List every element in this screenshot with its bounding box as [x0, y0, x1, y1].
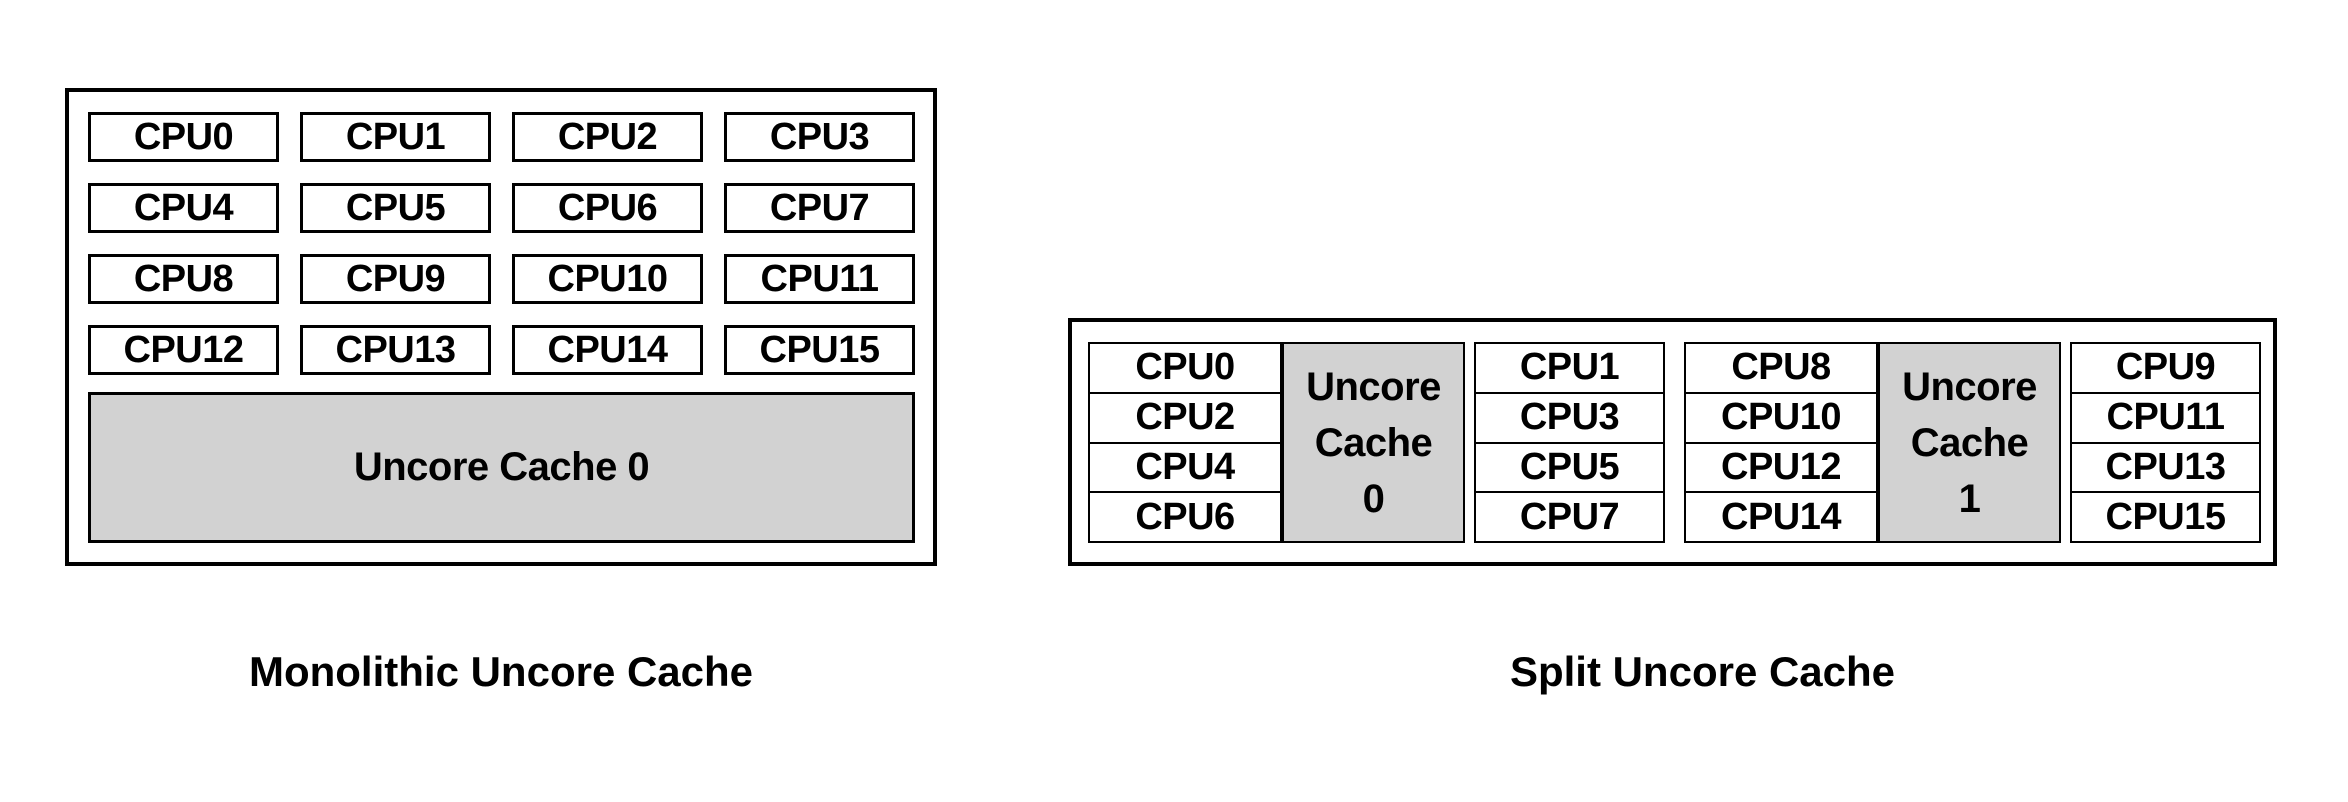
cpu-box: CPU11: [724, 254, 915, 304]
cpu-cell: CPU15: [2072, 491, 2259, 541]
cpu-box: CPU9: [300, 254, 491, 304]
cpu-cell: CPU4: [1090, 441, 1280, 492]
cpu-cell: CPU13: [2072, 441, 2259, 492]
split-diagram-box: CPU0 CPU2 CPU4 CPU6 Uncore Cache 0 CPU1 …: [1068, 318, 2277, 566]
split-diagram-content: CPU0 CPU2 CPU4 CPU6 Uncore Cache 0 CPU1 …: [1088, 342, 2261, 543]
cpu-cell: CPU3: [1476, 391, 1663, 442]
cache-label-line: Cache: [1314, 420, 1433, 465]
cpu-cell: CPU2: [1090, 391, 1280, 442]
monolithic-caption: Monolithic Uncore Cache: [248, 648, 754, 695]
cpu-box: CPU8: [88, 254, 279, 304]
cpu-cell: CPU0: [1090, 344, 1280, 392]
monolithic-diagram-box: CPU0 CPU1 CPU2 CPU3 CPU4 CPU5 CPU6 CPU7 …: [65, 88, 937, 566]
cpu-cell: CPU12: [1686, 441, 1876, 492]
cpu-cell: CPU1: [1476, 344, 1663, 392]
cache-label-line: Cache: [1910, 420, 2029, 465]
cpu-box: CPU12: [88, 325, 279, 375]
spacer: [1465, 342, 1474, 543]
uncore-cache-0-box: Uncore Cache 0: [88, 392, 915, 543]
cpu-column-even-1: CPU8 CPU10 CPU12 CPU14: [1684, 342, 1878, 543]
cpu-column-odd-1: CPU9 CPU11 CPU13 CPU15: [2070, 342, 2261, 543]
cpu-cell: CPU5: [1476, 441, 1663, 492]
cpu-cell: CPU10: [1686, 391, 1876, 442]
cpu-box: CPU6: [512, 183, 703, 233]
cpu-cell: CPU8: [1686, 344, 1876, 392]
spacer: [2061, 342, 2070, 543]
cpu-box: CPU2: [512, 112, 703, 162]
cache-label-line: Uncore: [1306, 364, 1441, 409]
cpu-box: CPU1: [300, 112, 491, 162]
monolithic-cpu-grid: CPU0 CPU1 CPU2 CPU3 CPU4 CPU5 CPU6 CPU7 …: [88, 112, 915, 375]
cpu-box: CPU3: [724, 112, 915, 162]
cpu-cell: CPU9: [2072, 344, 2259, 392]
cpu-box: CPU14: [512, 325, 703, 375]
cpu-column-even-0: CPU0 CPU2 CPU4 CPU6: [1088, 342, 1282, 543]
cpu-cell: CPU7: [1476, 491, 1663, 541]
cache-label-line: 1: [1958, 476, 1981, 521]
cpu-box: CPU4: [88, 183, 279, 233]
uncore-cache-1-split-box: Uncore Cache 1: [1878, 342, 2061, 543]
cluster-spacer: [1665, 342, 1684, 543]
cpu-box: CPU7: [724, 183, 915, 233]
cpu-cell: CPU11: [2072, 391, 2259, 442]
uncore-cache-0-split-box: Uncore Cache 0: [1282, 342, 1465, 543]
cpu-column-odd-0: CPU1 CPU3 CPU5 CPU7: [1474, 342, 1665, 543]
cpu-box: CPU10: [512, 254, 703, 304]
cpu-box: CPU13: [300, 325, 491, 375]
cpu-box: CPU0: [88, 112, 279, 162]
cache-label-line: Uncore: [1902, 364, 2037, 409]
cpu-cell: CPU14: [1686, 491, 1876, 541]
cache-label-line: 0: [1362, 476, 1385, 521]
cpu-box: CPU15: [724, 325, 915, 375]
cpu-cell: CPU6: [1090, 491, 1280, 541]
split-caption: Split Uncore Cache: [1509, 648, 1896, 695]
cpu-box: CPU5: [300, 183, 491, 233]
